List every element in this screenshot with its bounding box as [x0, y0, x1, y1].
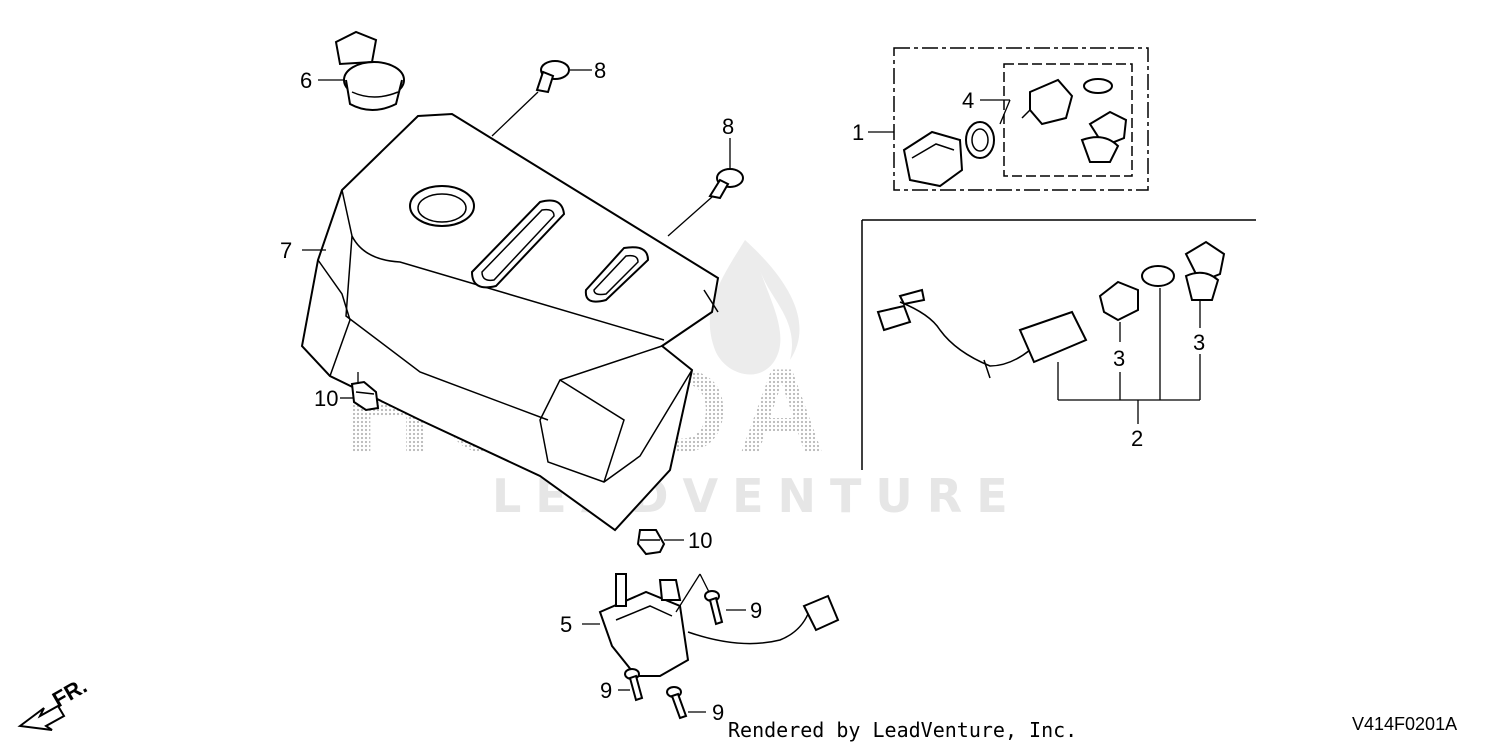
callout-1[interactable]: 1 [852, 120, 864, 145]
screw-part-lower-left [624, 668, 644, 702]
bolt-part-upper [535, 60, 570, 94]
switch-assembly-part [598, 573, 840, 677]
callout-8-right[interactable]: 8 [722, 114, 734, 139]
callout-9-lower-right[interactable]: 9 [712, 700, 724, 725]
spring-part [965, 121, 995, 159]
grommet-part-bottom [636, 529, 666, 556]
callout-10-bottom[interactable]: 10 [688, 528, 712, 553]
bolt-part-right [708, 168, 744, 200]
fuel-cap-part [334, 30, 405, 111]
key-part [1080, 110, 1128, 163]
callout-9-lower-left[interactable]: 9 [600, 678, 612, 703]
callout-9-right[interactable]: 9 [750, 598, 762, 623]
diagram-code: V414F0201A [1352, 714, 1458, 734]
screw-part-lower-right [666, 686, 688, 720]
wired-lock-part [876, 288, 1088, 379]
watermark-flame-icon [709, 240, 800, 375]
o-ring-part-lower [1141, 265, 1175, 287]
callout-4[interactable]: 4 [962, 88, 974, 113]
lock-cylinder-part [902, 130, 964, 188]
lock-socket-part [1098, 280, 1139, 322]
callout-8-upper[interactable]: 8 [594, 58, 606, 83]
callout-3-right[interactable]: 3 [1193, 330, 1205, 355]
render-credit: Rendered by LeadVenture, Inc. [728, 718, 1078, 742]
callout-3-left[interactable]: 3 [1113, 346, 1125, 371]
screw-part-right [704, 590, 724, 626]
front-direction-arrow-icon [17, 704, 66, 731]
cover-housing-part [300, 112, 720, 532]
callout-10-left[interactable]: 10 [314, 386, 338, 411]
callout-6[interactable]: 6 [300, 68, 312, 93]
lower-variant-frame [861, 219, 1256, 470]
callout-7[interactable]: 7 [280, 238, 292, 263]
cap-socket-part [1021, 78, 1074, 126]
o-ring-part [1083, 78, 1113, 94]
grommet-part-left [350, 380, 380, 412]
callout-5[interactable]: 5 [560, 612, 572, 637]
front-direction-label: FR. [48, 673, 91, 712]
key-part-lower [1184, 240, 1226, 301]
callout-2[interactable]: 2 [1131, 426, 1143, 451]
lock-set-box [893, 47, 1149, 191]
